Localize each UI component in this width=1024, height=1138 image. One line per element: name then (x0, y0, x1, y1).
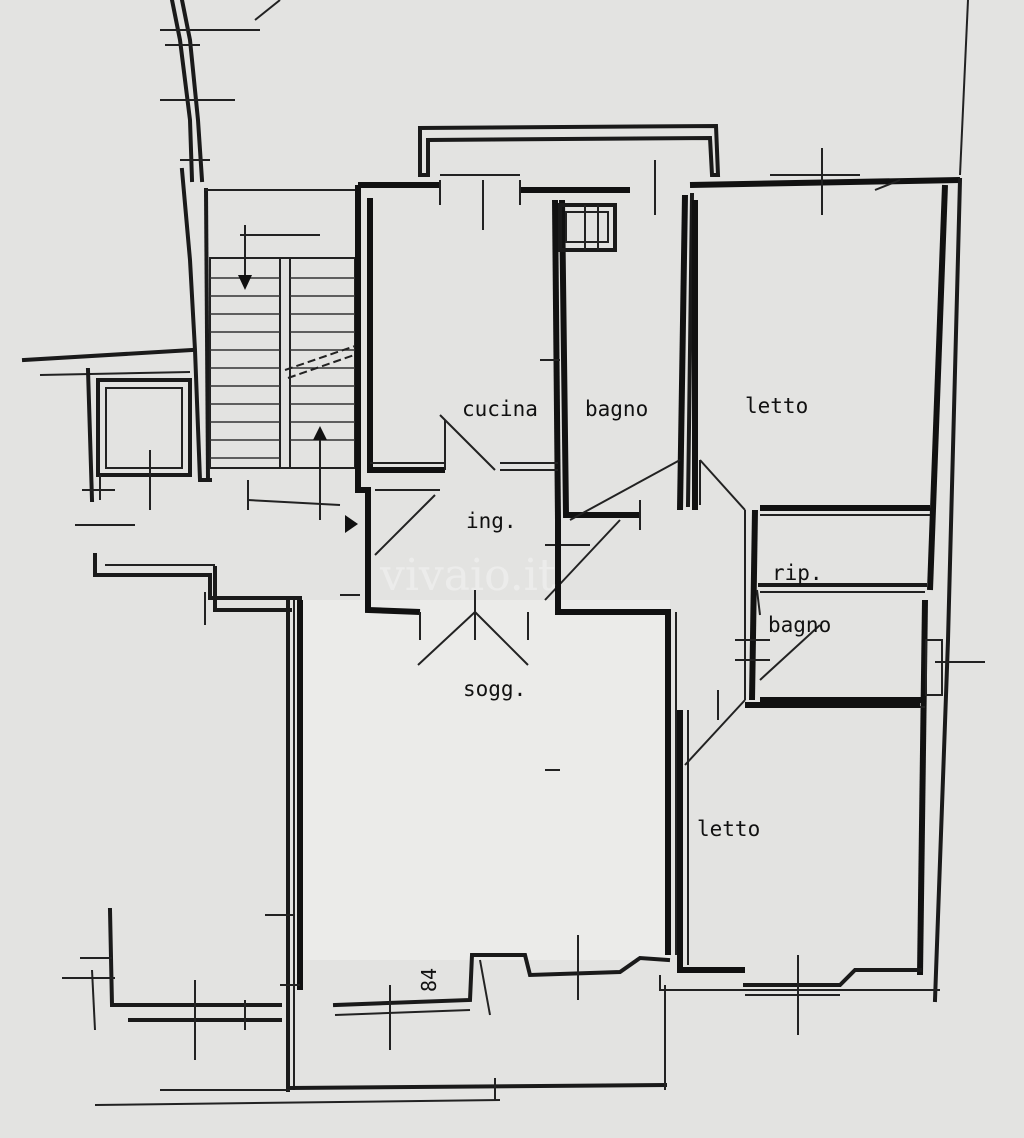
label-bagno-small: bagno (768, 613, 831, 637)
left-lower-walls (62, 553, 668, 1106)
room-bagno-top: bagno (558, 160, 695, 530)
room-letto-top: letto (692, 148, 930, 516)
watermark: vivaio.it (379, 550, 556, 601)
dimension-label: 84 (417, 968, 441, 992)
room-letto-bottom: letto (659, 690, 940, 1035)
entrance-arrow-icon (345, 515, 358, 533)
label-letto-bottom: letto (697, 817, 760, 841)
label-bagno-top: bagno (585, 397, 648, 421)
label-soggiorno: sogg. (463, 677, 526, 701)
label-cucina: cucina (462, 397, 538, 421)
outer-walls (355, 123, 963, 1003)
room-cucina: cucina (367, 180, 561, 521)
room-ripostiglio: rip. (744, 509, 927, 701)
label-letto-top: letto (745, 394, 808, 418)
soggiorno-fill (300, 600, 670, 960)
room-soggiorno: sogg. 84 (265, 590, 677, 1092)
stairwell (179, 167, 361, 533)
room-ingresso: ing. (374, 489, 621, 615)
shaft (82, 367, 192, 510)
exterior-lines (21, 0, 969, 526)
label-ingresso: ing. (466, 509, 517, 533)
label-ripostiglio: rip. (772, 561, 823, 585)
room-bagno-small: bagno (735, 613, 985, 708)
